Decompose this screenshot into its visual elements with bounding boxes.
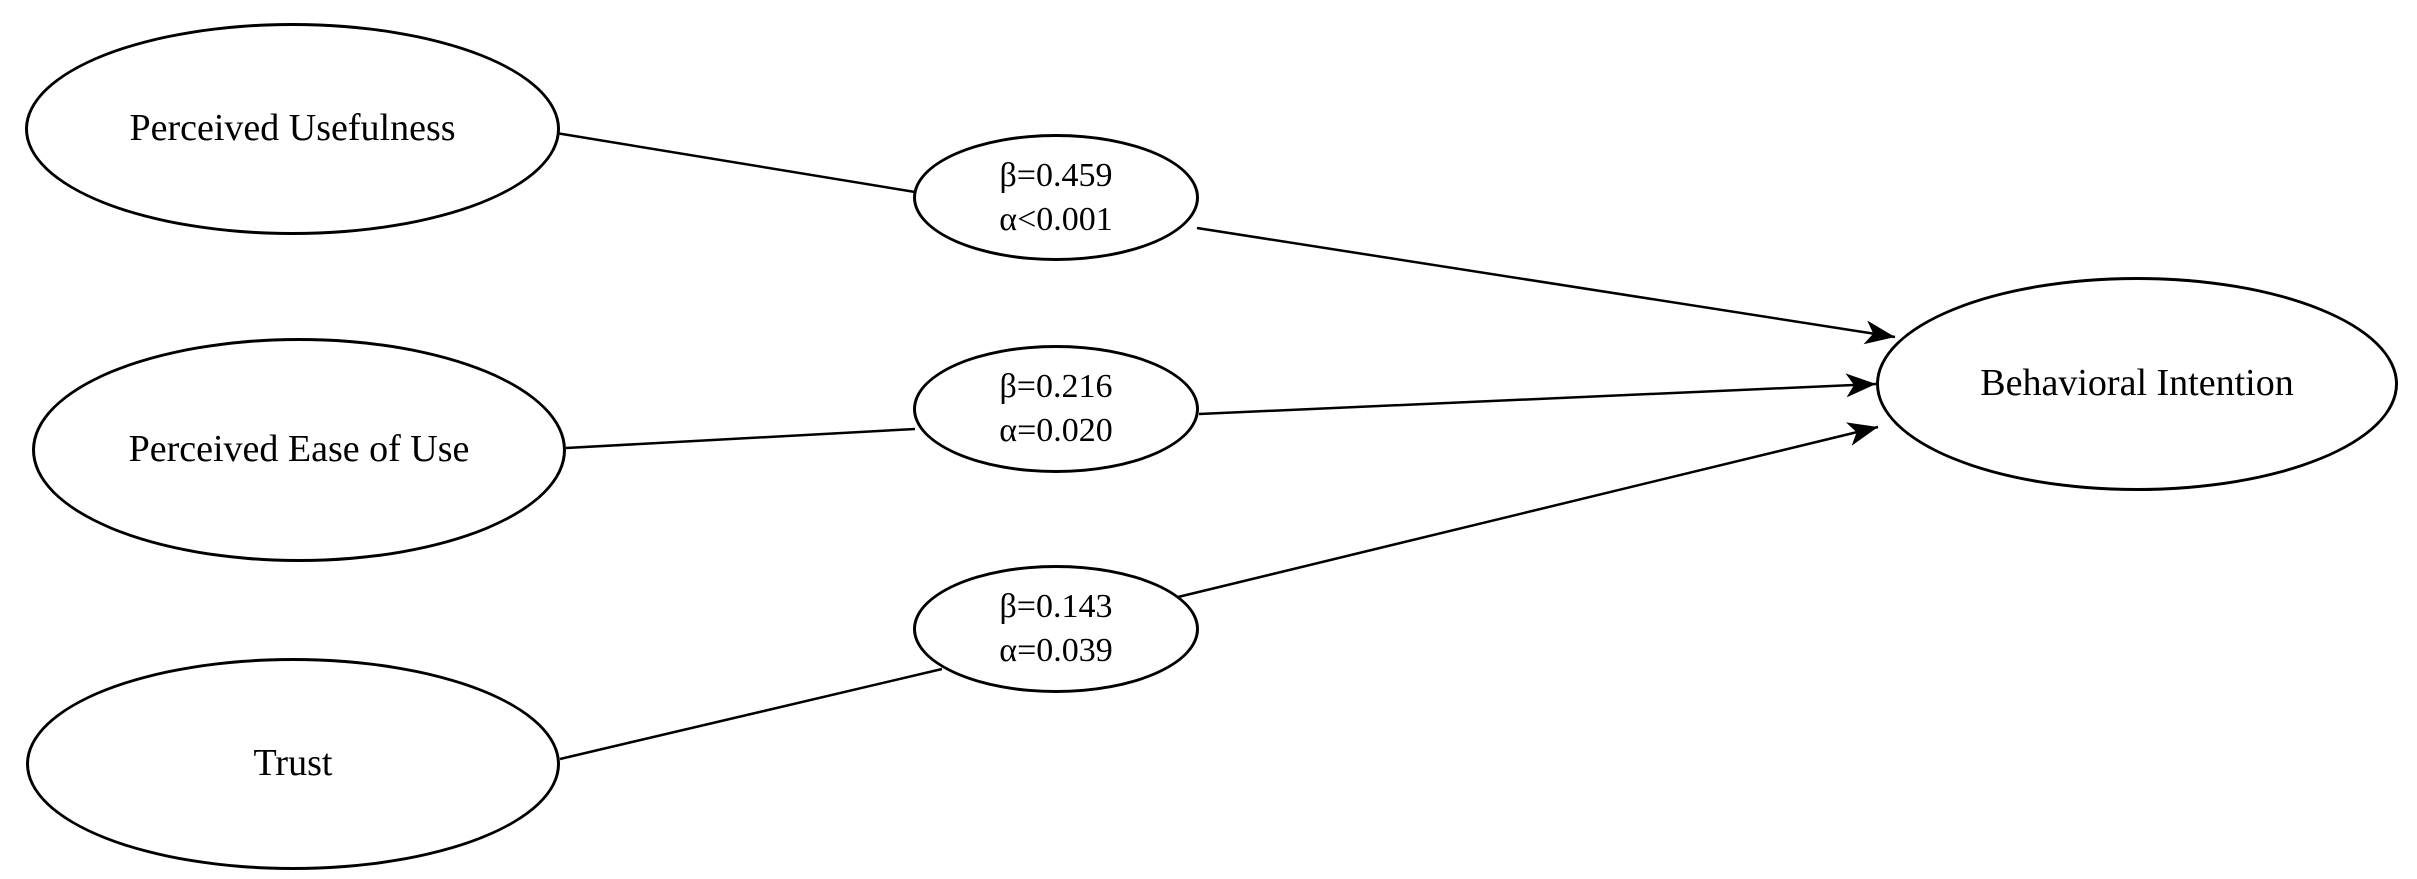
edge-trust-to-coef bbox=[559, 667, 943, 761]
alpha-value-trust: α=0.039 bbox=[999, 632, 1113, 669]
edge-coef-to-bi-middle bbox=[1198, 373, 1877, 416]
alpha-value-pu: α<0.001 bbox=[999, 200, 1113, 238]
coefficient-ellipse-peou-bi: β=0.216 α=0.020 bbox=[913, 345, 1199, 473]
edge-coef-to-bi-bottom bbox=[1177, 422, 1879, 599]
edge-peou-to-coef bbox=[565, 427, 916, 450]
node-behavioral-intention: Behavioral Intention bbox=[1876, 277, 2398, 491]
beta-value-peou: β=0.216 bbox=[999, 368, 1113, 405]
node-label-trust: Trust bbox=[253, 742, 333, 785]
beta-value-trust: β=0.143 bbox=[999, 588, 1113, 625]
beta-value-pu: β=0.459 bbox=[999, 156, 1113, 194]
node-perceived-usefulness: Perceived Usefulness bbox=[25, 23, 560, 235]
node-label-perceived-usefulness: Perceived Usefulness bbox=[129, 107, 456, 150]
edge-pu-to-coef bbox=[555, 131, 916, 194]
edge-coef-to-bi-top bbox=[1196, 226, 1896, 345]
node-label-behavioral-intention: Behavioral Intention bbox=[1980, 362, 2294, 405]
node-label-perceived-ease-of-use: Perceived Ease of Use bbox=[128, 428, 470, 471]
node-trust: Trust bbox=[26, 658, 560, 870]
alpha-value-peou: α=0.020 bbox=[999, 412, 1113, 449]
coefficient-ellipse-trust-bi: β=0.143 α=0.039 bbox=[913, 565, 1199, 693]
coefficient-ellipse-pu-bi: β=0.459 α<0.001 bbox=[913, 134, 1199, 261]
node-perceived-ease-of-use: Perceived Ease of Use bbox=[32, 338, 566, 562]
